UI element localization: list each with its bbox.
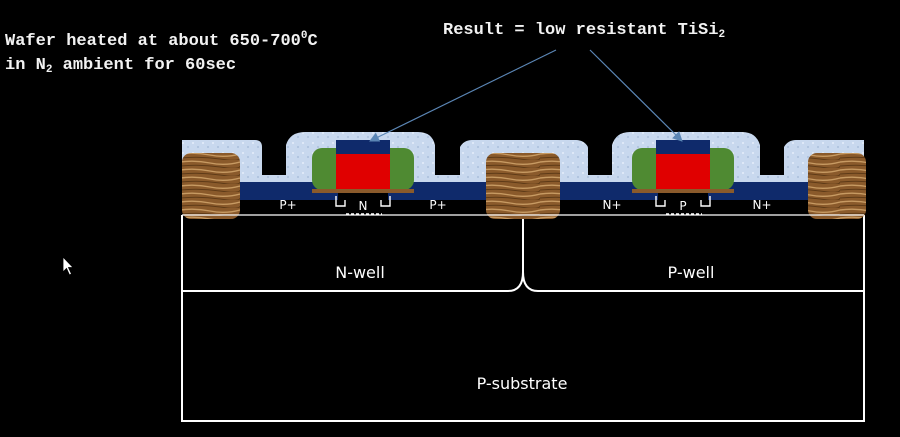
silicide-layer — [238, 182, 812, 200]
nmos-source-label: N+ — [602, 198, 621, 212]
nwell-label: N-well — [335, 263, 385, 282]
process-caption-line2: in N2 ambient for 60sec — [5, 56, 237, 76]
process-caption: Wafer heated at about 650-7000C in N2 am… — [5, 24, 318, 82]
nmos-gate — [632, 140, 734, 193]
process-caption-line1: Wafer heated at about 650-7000C — [5, 30, 318, 51]
nmos-channel-label: P — [679, 199, 686, 213]
pmos-gate — [312, 140, 414, 193]
result-caption: Result = low resistant TiSi2 — [443, 21, 726, 41]
junction-outlines — [335, 196, 711, 215]
mouse-cursor-icon — [62, 256, 74, 276]
substrate-label: P-substrate — [477, 374, 568, 393]
field-oxide — [182, 153, 866, 219]
pwell-label: P-well — [668, 263, 715, 282]
pmos-channel-label: N — [359, 199, 368, 213]
result-arrows — [369, 49, 683, 142]
pmos-drain-label: P+ — [429, 198, 446, 212]
substrate-outline — [181, 215, 865, 422]
pmos-source-label: P+ — [279, 198, 296, 212]
nmos-drain-label: N+ — [752, 198, 771, 212]
